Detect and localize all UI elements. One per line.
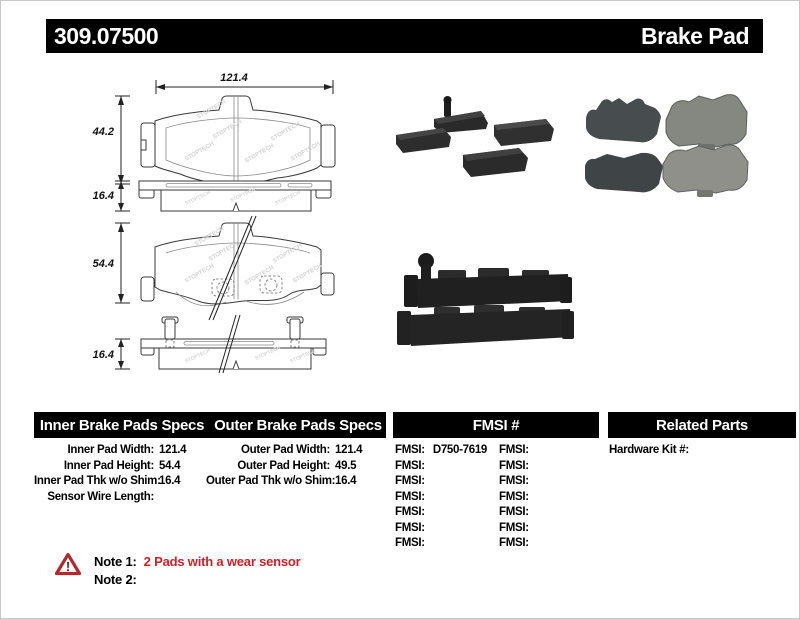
brake-pad-backplate-bottom-left: [585, 152, 663, 193]
brake-pad-photo-bottom: [463, 148, 528, 177]
fmsi-label: FMSI:: [499, 475, 529, 487]
fmsi-row: FMSI:: [499, 459, 537, 475]
note-1-label: Note 1:: [94, 554, 137, 569]
fmsi-row: FMSI:: [395, 490, 487, 506]
inner-pad-front-view: STOPTECH STOPTECH STOPTECH STOPTECH STOP…: [140, 95, 336, 185]
note-2-line: Note 2:: [94, 572, 144, 587]
fmsi-label: FMSI:: [395, 521, 425, 534]
fmsi-row: FMSI:: [499, 536, 537, 552]
fmsi-row: FMSI:: [395, 505, 487, 521]
fmsi-label: FMSI:: [395, 490, 425, 503]
fmsi-row: FMSI:: [499, 521, 537, 537]
spec-value: 16.4: [159, 475, 181, 487]
outer-pad-thickness-row: Outer Pad Thk w/o Shim:16.4: [206, 474, 362, 490]
inner-pad-edge-view: STOPTECH STOPTECH STOPTECH: [138, 180, 332, 212]
fmsi-row: FMSI:: [499, 474, 537, 490]
fmsi-row: FMSI:: [395, 474, 487, 490]
fmsi-header-bar: FMSI #: [393, 412, 599, 438]
fmsi-label: FMSI:: [499, 490, 529, 503]
technical-drawings: 121.4 44.2 STOPTECH STOPTECH STOPT: [92, 72, 336, 374]
dim-label-outer-thickness: 16.4: [93, 349, 114, 361]
part-number: 309.07500: [54, 22, 159, 49]
related-parts-column: Hardware Kit #:: [609, 443, 694, 459]
dimension-inner-height: 44.2: [92, 95, 130, 185]
dim-label-inner-width: 121.4: [220, 72, 248, 84]
dim-label-inner-thickness: 16.4: [93, 190, 114, 202]
spec-value: 121.4: [335, 444, 363, 456]
spec-label: Outer Pad Height:: [237, 459, 330, 472]
warning-triangle-icon: !: [55, 552, 81, 576]
warning-exclamation-glyph: !: [66, 559, 70, 574]
inner-specs-column: Inner Pad Width: 121.4 Inner Pad Height: 5…: [34, 443, 187, 506]
brake-pad-photo-left: [396, 128, 451, 153]
note-1-line: Note 1: 2 Pads with a wear sensor: [94, 554, 301, 569]
outer-pad-edge-view: STOPTECH STOPTECH STOPTECH: [140, 314, 327, 374]
fmsi-row: FMSI: D750-7619: [395, 443, 487, 459]
spec-value: 16.4: [335, 475, 357, 487]
related-parts-header-bar: Related Parts: [608, 412, 796, 438]
sensor-wire-length-row: Sensor Wire Length:: [34, 490, 186, 506]
fmsi-value: D750-7619: [432, 444, 488, 456]
fmsi-row: FMSI:: [395, 459, 487, 475]
spec-label: Inner Pad Thk w/o Shim:: [34, 475, 161, 487]
spec-label: Inner Pad Width:: [67, 444, 155, 456]
fmsi-row: FMSI:: [395, 536, 487, 552]
spec-label: Inner Pad Height:: [63, 459, 154, 472]
note-1-text: 2 Pads with a wear sensor: [143, 554, 301, 569]
dimension-inner-width: 121.4: [155, 72, 334, 94]
fmsi-row: FMSI:: [395, 521, 487, 537]
fmsi-row: FMSI:: [499, 490, 537, 506]
inner-pad-height-row: Inner Pad Height: 54.4: [34, 459, 186, 475]
fmsi-label: FMSI:: [395, 475, 425, 487]
fmsi-row: FMSI:: [499, 443, 537, 459]
hardware-kit-row: Hardware Kit #:: [609, 443, 694, 459]
spec-label: Outer Pad Thk w/o Shim:: [206, 475, 336, 487]
brake-pad-friction-top-right: [665, 94, 748, 152]
fmsi-row: FMSI:: [499, 505, 537, 521]
fmsi-label: FMSI:: [395, 459, 425, 472]
inner-pad-width-row: Inner Pad Width: 121.4: [34, 443, 187, 459]
brake-pad-backplate-top-left: [586, 98, 661, 143]
outer-specs-header: Outer Brake Pads Specs: [214, 416, 382, 434]
spec-label: Outer Pad Width:: [240, 444, 330, 456]
dim-label-inner-height: 44.2: [92, 126, 114, 138]
product-type-label: Brake Pad: [640, 22, 750, 49]
fmsi-label: FMSI:: [395, 444, 425, 456]
title-bar: 309.07500 Brake Pad: [46, 19, 763, 53]
fmsi-label: FMSI:: [395, 506, 425, 518]
inner-pad-thickness-row: Inner Pad Thk w/o Shim:16.4: [34, 474, 186, 490]
spec-value: 49.5: [335, 459, 357, 472]
fmsi-column-1: FMSI: D750-7619 FMSI: FMSI: FMSI: FMSI: F…: [395, 443, 487, 552]
outer-pad-height-row: Outer Pad Height: 49.5: [206, 459, 362, 475]
brake-pad-friction-bottom-right: [662, 144, 749, 197]
dimension-inner-thickness: 16.4: [93, 180, 130, 212]
fmsi-label: FMSI:: [499, 459, 529, 472]
outer-pad-front-view: STOPTECH STOPTECH STOPTECH STOPTECH STOP…: [140, 215, 335, 321]
fmsi-label: FMSI:: [499, 444, 529, 456]
spec-value: 121.4: [159, 444, 187, 456]
brake-pad-photo-top: [434, 96, 488, 133]
dimension-outer-height: 54.4: [93, 222, 130, 304]
note-2-label: Note 2:: [94, 572, 137, 587]
brake-pad-edge-bottom: [397, 305, 574, 346]
outer-pad-width-row: Outer Pad Width: 121.4: [206, 443, 363, 459]
fmsi-label: FMSI:: [499, 521, 529, 534]
product-photo-pads-grid: [585, 94, 749, 197]
product-photo-pads-angled: [396, 96, 554, 177]
outer-specs-column: Outer Pad Width: 121.4 Outer Pad Height: 4…: [206, 443, 363, 490]
related-label: Hardware Kit #:: [609, 444, 689, 456]
pads-specs-header-bar: Inner Brake Pads Specs Outer Brake Pads …: [34, 412, 386, 438]
brake-pad-photo-right: [494, 119, 554, 146]
dimension-outer-thickness: 16.4: [93, 338, 130, 370]
inner-specs-header: Inner Brake Pads Specs: [39, 416, 205, 434]
fmsi-label: FMSI:: [395, 537, 425, 549]
spec-label: Sensor Wire Length:: [47, 490, 154, 503]
product-photo-pads-edge: [397, 253, 574, 346]
fmsi-label: FMSI:: [499, 537, 529, 549]
dim-label-outer-height: 54.4: [93, 258, 114, 270]
brake-pad-edge-top: [404, 253, 572, 308]
spec-value: 54.4: [159, 459, 181, 472]
fmsi-label: FMSI:: [499, 506, 529, 518]
fmsi-column-2: FMSI: FMSI: FMSI: FMSI: FMSI: FMSI: FMSI…: [499, 443, 537, 552]
